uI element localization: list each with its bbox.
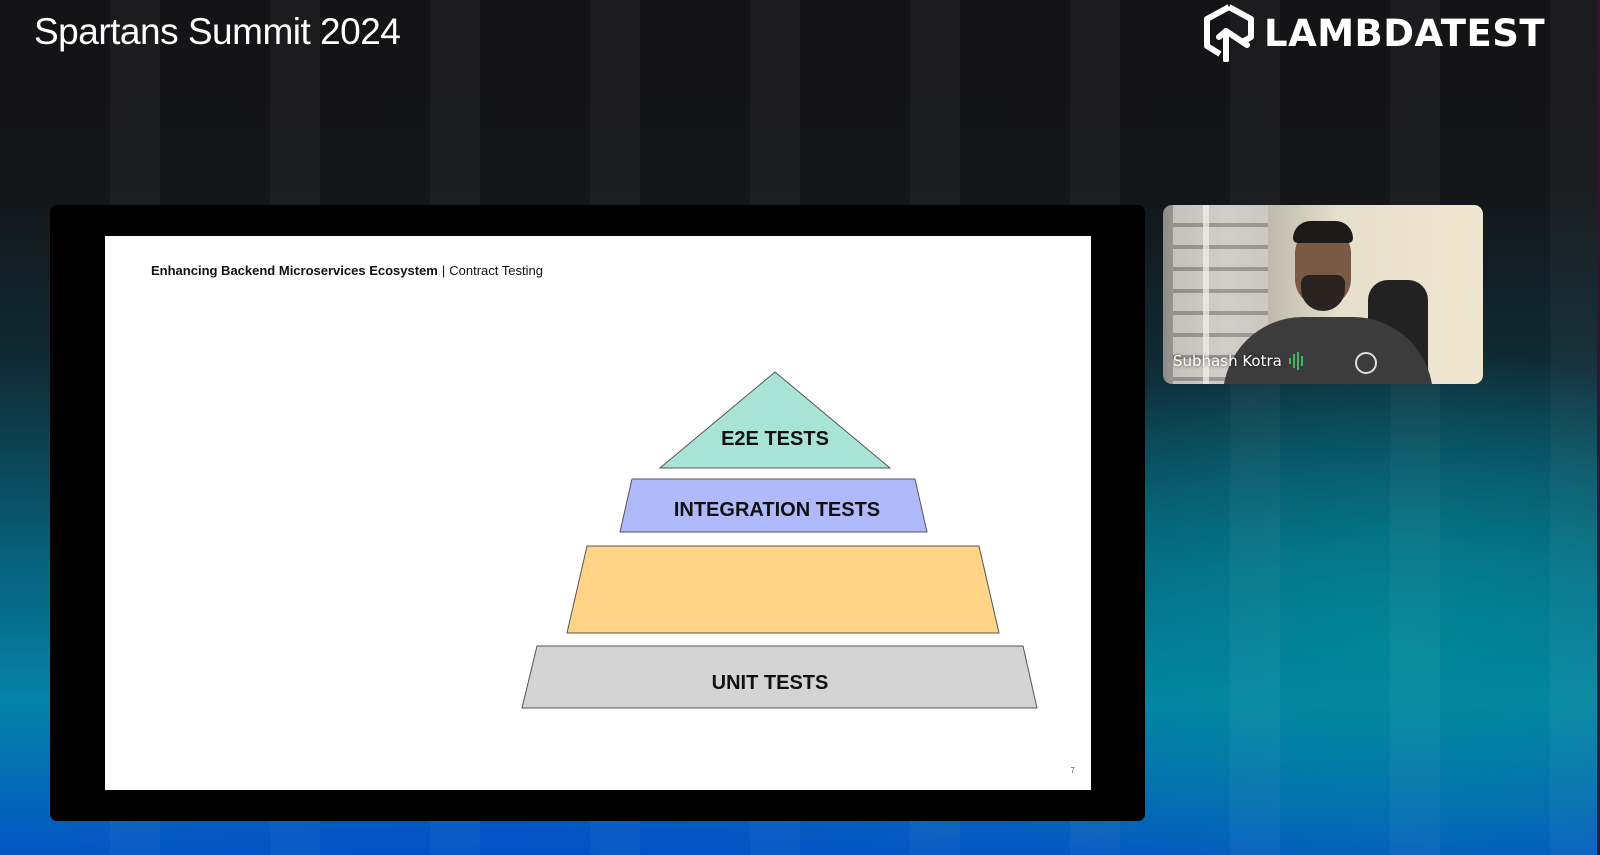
video-background-frame — [1203, 205, 1209, 384]
pyramid-layer-e2e — [658, 371, 892, 469]
video-person-beard — [1301, 275, 1345, 311]
lambdatest-logo-icon — [1204, 4, 1254, 62]
brand-name: LAMBDATEST — [1264, 11, 1546, 55]
pyramid-label-e2e: E2E TESTS — [721, 428, 829, 450]
slide-header-separator: | — [441, 263, 446, 278]
pyramid-layer-middle — [566, 545, 1000, 634]
pyramid-layer-unit — [521, 645, 1038, 709]
testing-pyramid — [521, 371, 1038, 709]
pyramid-label-unit: UNIT TESTS — [711, 672, 829, 694]
participant-name-tag: Subhash Kotra — [1173, 352, 1304, 370]
video-person-hair — [1293, 221, 1353, 243]
audio-level-icon — [1288, 352, 1303, 370]
slide-number: 7 — [1070, 766, 1075, 775]
window-edge — [1597, 0, 1600, 855]
participant-video-tile[interactable]: Subhash Kotra — [1163, 205, 1483, 384]
event-title: Spartans Summit 2024 — [34, 11, 401, 52]
brand: LAMBDATEST — [1202, 4, 1545, 62]
pyramid-label-integration: INTEGRATION TESTS — [673, 499, 881, 521]
screen-share-frame: Enhancing Backend Microservices Ecosyste… — [50, 205, 1145, 821]
slide-header-topic: Enhancing Backend Microservices Ecosyste… — [151, 263, 438, 278]
presentation-slide: Enhancing Backend Microservices Ecosyste… — [105, 236, 1091, 790]
shirt-emblem — [1355, 352, 1377, 374]
pyramid-layer-integration — [619, 478, 928, 533]
participant-name: Subhash Kotra — [1173, 352, 1282, 370]
slide-header: Enhancing Backend Microservices Ecosyste… — [151, 263, 543, 278]
slide-header-subtopic: Contract Testing — [449, 263, 543, 278]
